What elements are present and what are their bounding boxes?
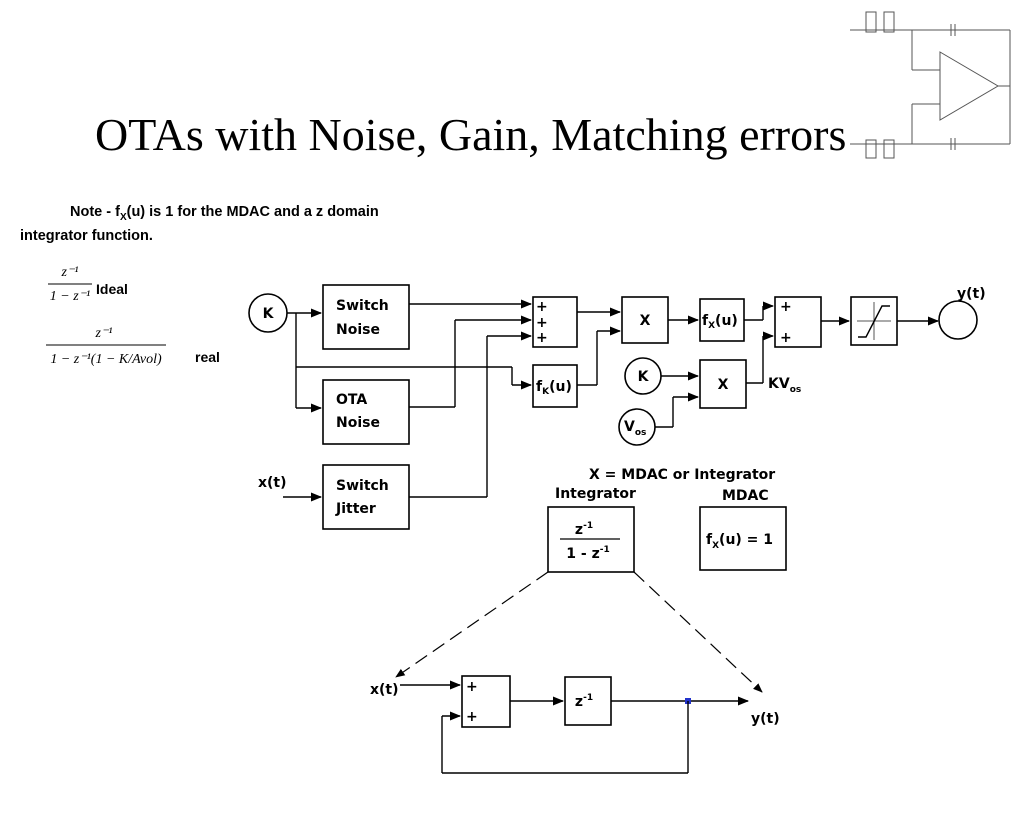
svg-text:+: + bbox=[780, 330, 792, 346]
svg-text:fK(u): fK(u) bbox=[536, 379, 572, 397]
svg-text:y(t): y(t) bbox=[751, 711, 780, 727]
svg-text:real: real bbox=[195, 349, 220, 365]
svg-text:z⁻¹: z⁻¹ bbox=[94, 326, 112, 341]
svg-text:X: X bbox=[718, 377, 729, 393]
svg-text:K: K bbox=[638, 369, 650, 385]
equation-ideal: z⁻¹ 1 − z⁻¹ Ideal bbox=[48, 265, 128, 304]
svg-text:KVos: KVos bbox=[768, 376, 801, 395]
svg-text:OTA: OTA bbox=[336, 392, 367, 408]
svg-text:+: + bbox=[466, 679, 478, 695]
svg-text:Noise: Noise bbox=[336, 322, 380, 338]
switch-jitter-block bbox=[322, 464, 410, 530]
ota-noise-block bbox=[322, 379, 410, 445]
svg-text:z-1: z-1 bbox=[575, 693, 593, 710]
svg-text:+: + bbox=[780, 299, 792, 315]
svg-text:Integrator: Integrator bbox=[555, 486, 636, 502]
svg-text:fX(u) = 1: fX(u) = 1 bbox=[706, 532, 773, 551]
opamp-decoration bbox=[850, 11, 1011, 159]
svg-text:+: + bbox=[536, 315, 548, 331]
x2-block bbox=[699, 359, 747, 409]
fk-block bbox=[532, 364, 578, 408]
summer-1 bbox=[532, 296, 578, 348]
svg-text:1 − z⁻¹(1 − K/Avol): 1 − z⁻¹(1 − K/Avol) bbox=[50, 352, 162, 367]
svg-text:fX(u): fX(u) bbox=[702, 313, 738, 331]
y-output-circle bbox=[938, 300, 978, 340]
fx-block bbox=[699, 298, 745, 342]
integrator-summer bbox=[461, 675, 511, 728]
x-block bbox=[621, 296, 669, 344]
svg-text:x(t): x(t) bbox=[258, 475, 287, 491]
svg-text:1 − z⁻¹: 1 − z⁻¹ bbox=[50, 289, 90, 304]
svg-text:+: + bbox=[466, 709, 478, 725]
svg-text:Ideal: Ideal bbox=[96, 281, 128, 297]
svg-text:Switch: Switch bbox=[336, 298, 389, 314]
svg-text:Switch: Switch bbox=[336, 478, 389, 494]
switch-noise-block bbox=[322, 284, 410, 350]
svg-text:+: + bbox=[536, 330, 548, 346]
svg-text:Vos: Vos bbox=[624, 419, 646, 438]
svg-text:X: X bbox=[640, 313, 651, 329]
note-text: Note - fX(u) is 1 for the MDAC and a z d… bbox=[20, 204, 379, 244]
summer-2 bbox=[774, 296, 822, 348]
equation-real: z⁻¹ 1 − z⁻¹(1 − K/Avol) real bbox=[46, 326, 220, 367]
svg-text:1 - z-1: 1 - z-1 bbox=[566, 545, 609, 562]
mdac-legend-block bbox=[699, 506, 787, 571]
page-title: OTAs with Noise, Gain, Matching errors bbox=[95, 109, 847, 160]
svg-text:y(t): y(t) bbox=[957, 286, 986, 302]
delay-block bbox=[564, 676, 612, 726]
svg-text:+: + bbox=[536, 299, 548, 315]
svg-text:K: K bbox=[263, 306, 275, 322]
svg-text:z⁻¹: z⁻¹ bbox=[60, 265, 78, 280]
svg-text:x(t): x(t) bbox=[370, 682, 399, 698]
svg-text:Jitter: Jitter bbox=[335, 501, 376, 517]
svg-text:MDAC: MDAC bbox=[722, 488, 769, 504]
svg-text:Noise: Noise bbox=[336, 415, 380, 431]
svg-text:z-1: z-1 bbox=[575, 521, 593, 538]
svg-text:X = MDAC or Integrator: X = MDAC or Integrator bbox=[589, 467, 775, 483]
